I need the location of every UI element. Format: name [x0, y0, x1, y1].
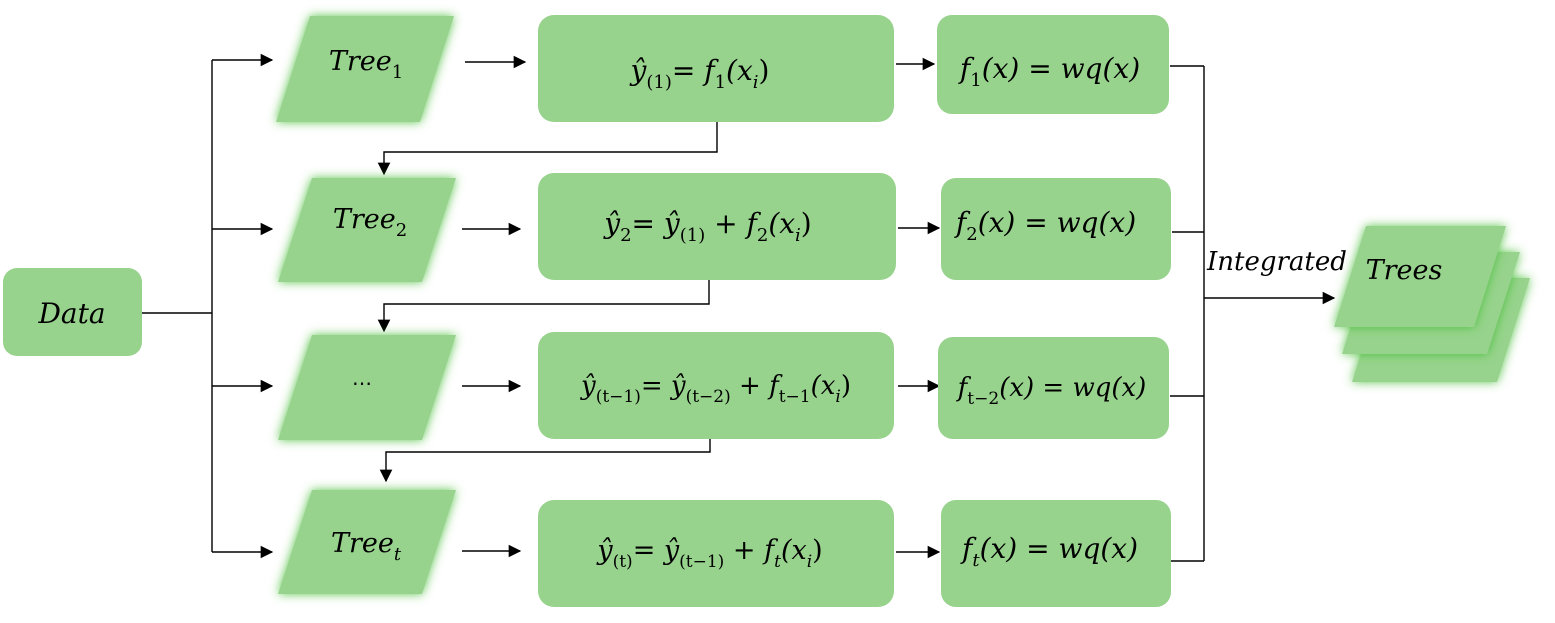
feedback-pred2-tree3 — [377, 277, 710, 333]
function-formula-1: f1(x) = wq(x) — [958, 52, 1140, 91]
output-trees-stack: Trees — [1334, 226, 1530, 382]
function-node-3: ft−2(x) = wq(x) — [938, 337, 1169, 439]
prediction-formula-3: ŷ(t−1)= ŷ(t−2) + ft−1(xi) — [580, 371, 851, 407]
prediction-formula-2: ŷ2= ŷ(1) + f2(xi) — [602, 207, 811, 246]
prediction-formula-t: ŷ(t)= ŷ(t−1) + ft(xi) — [596, 535, 822, 572]
tree-node-1: Tree1 — [276, 16, 454, 122]
integrated-label: Integrated — [1206, 247, 1347, 277]
tree-node-3: … — [278, 335, 456, 440]
function-node-t: ft(x) = wq(x) — [941, 500, 1171, 607]
prediction-node-2: ŷ2= ŷ(1) + f2(xi) — [538, 173, 896, 280]
prediction-node-1: ŷ(1)= f1(xi) — [538, 15, 894, 122]
feedback-pred1-tree2 — [377, 122, 718, 176]
prediction-node-3: ŷ(t−1)= ŷ(t−2) + ft−1(xi) — [538, 332, 894, 439]
tree-label-t: Treet — [331, 528, 402, 565]
prediction-nodes: ŷ(1)= f1(xi) ŷ2= ŷ(1) + f2(xi) ŷ(t−1)= ŷ… — [538, 15, 896, 607]
connectors — [142, 53, 1336, 562]
tree-label-3: … — [352, 366, 372, 390]
data-node: Data — [3, 268, 142, 356]
function-nodes: f1(x) = wq(x) f2(x) = wq(x) ft−2(x) = wq… — [937, 15, 1171, 607]
tree-node-t: Treet — [278, 490, 456, 594]
data-label: Data — [37, 297, 105, 330]
function-node-1: f1(x) = wq(x) — [937, 15, 1169, 114]
tree-label-2: Tree2 — [333, 204, 407, 241]
prediction-formula-1: ŷ(1)= f1(xi) — [629, 54, 770, 93]
tree-label-1: Tree1 — [329, 46, 403, 83]
prediction-node-t: ŷ(t)= ŷ(t−1) + ft(xi) — [538, 500, 894, 607]
output-tree-layer-1 — [1334, 226, 1506, 327]
tree-nodes: Tree1 Tree2 … Treet — [276, 16, 456, 594]
function-formula-3: ft−2(x) = wq(x) — [956, 373, 1147, 409]
output-trees-label: Trees — [1366, 255, 1443, 286]
tree-node-2: Tree2 — [278, 178, 456, 282]
function-node-2: f2(x) = wq(x) — [941, 178, 1171, 280]
